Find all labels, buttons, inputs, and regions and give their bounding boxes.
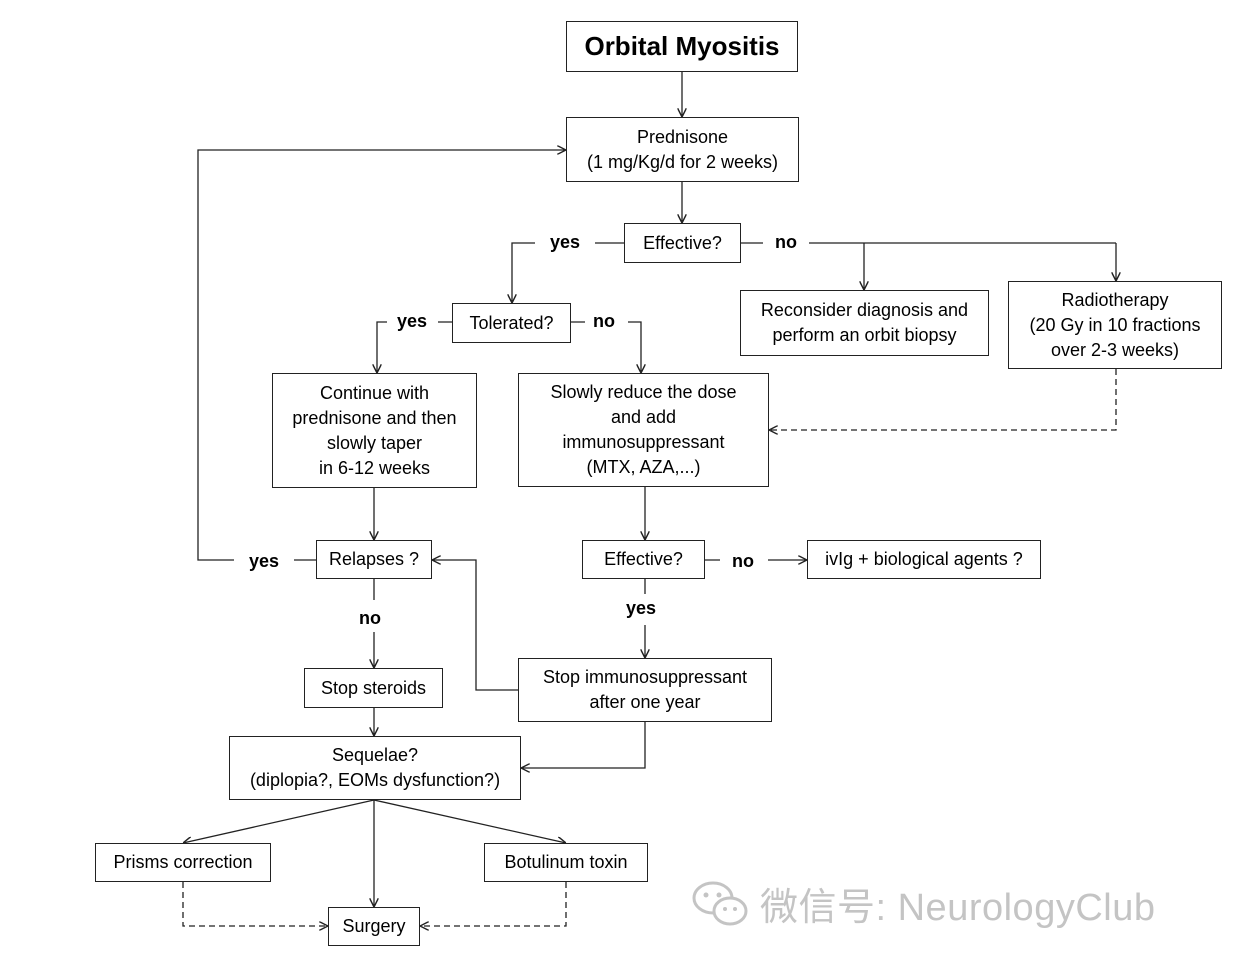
effective-node-1: Effective? xyxy=(624,223,741,263)
label-effective2-no: no xyxy=(732,551,754,571)
relapses-node: Relapses ? xyxy=(316,540,432,579)
title-text: Orbital Myositis xyxy=(584,31,780,61)
effective-text-2: Effective? xyxy=(604,549,683,569)
label-effective-no: no xyxy=(775,232,797,252)
effective-text-1: Effective? xyxy=(643,232,722,253)
effective-node-2: Effective? xyxy=(582,540,705,579)
prednisone-node: Prednisone (1 mg/Kg/d for 2 weeks) xyxy=(566,117,799,182)
prednisone-text: Prednisone (1 mg/Kg/d for 2 weeks) xyxy=(586,126,779,172)
prisms-node: Prisms correction xyxy=(95,843,271,882)
continue-text: Continue with prednisone and then slowly… xyxy=(292,382,457,478)
radiotherapy-text: Radiotherapy (20 Gy in 10 fractions over… xyxy=(1029,289,1201,360)
relapses-text: Relapses ? xyxy=(328,549,420,569)
watermark-text: 微信号: NeurologyClub xyxy=(760,887,1156,929)
edge-relapses-yes-prednisone xyxy=(197,150,566,561)
chat-bubbles-icon xyxy=(692,881,748,925)
label-tolerated-no: no xyxy=(593,311,615,331)
edge-effective-yes-tolerated xyxy=(512,242,624,303)
edge-tolerated-yes-continue xyxy=(377,321,452,373)
ivig-node: ivIg + biological agents ? xyxy=(807,540,1041,579)
stop-immuno-text: Stop immunosuppressant after one year xyxy=(542,667,748,712)
label-effective-yes: yes xyxy=(549,232,581,252)
sequelae-text: Sequelae? (diplopia?, EOMs dysfunction?) xyxy=(249,745,501,790)
title-node: Orbital Myositis xyxy=(566,21,798,72)
edge-stopimmuno-relapses xyxy=(432,560,518,691)
reduce-text: Slowly reduce the dose and add immunosup… xyxy=(550,382,737,477)
stop-steroids-node: Stop steroids xyxy=(304,668,443,708)
edge-sequelae-prisms xyxy=(183,799,375,843)
reconsider-text: Reconsider diagnosis and perform an orbi… xyxy=(760,300,969,345)
ivig-text: ivIg + biological agents ? xyxy=(825,549,1023,569)
stop-immuno-node: Stop immunosuppressant after one year xyxy=(518,658,772,722)
radiotherapy-node: Radiotherapy (20 Gy in 10 fractions over… xyxy=(1008,281,1222,369)
edge-sequelae-botulinum xyxy=(373,799,566,843)
botulinum-text: Botulinum toxin xyxy=(504,852,628,872)
surgery-node: Surgery xyxy=(328,907,420,946)
edge-tolerated-no-reduce xyxy=(571,321,641,373)
watermark: 微信号: NeurologyClub xyxy=(690,876,1155,931)
label-relapses-no: no xyxy=(359,608,381,628)
edge-prisms-surgery xyxy=(182,882,328,926)
reduce-node: Slowly reduce the dose and add immunosup… xyxy=(518,373,769,487)
edge-radiotherapy-reduce xyxy=(769,369,1117,430)
surgery-text: Surgery xyxy=(342,916,406,936)
continue-node: Continue with prednisone and then slowly… xyxy=(272,373,477,488)
edge-stopimmuno-sequelae xyxy=(521,722,646,768)
label-effective2-yes: yes xyxy=(625,598,657,618)
label-relapses-yes: yes xyxy=(248,551,280,571)
reconsider-node: Reconsider diagnosis and perform an orbi… xyxy=(740,290,989,356)
sequelae-node: Sequelae? (diplopia?, EOMs dysfunction?) xyxy=(229,736,521,800)
prisms-text: Prisms correction xyxy=(113,852,253,872)
stop-steroids-text: Stop steroids xyxy=(320,677,427,698)
botulinum-node: Botulinum toxin xyxy=(484,843,648,882)
edge-botulinum-surgery xyxy=(420,882,567,926)
label-tolerated-yes: yes xyxy=(396,311,428,331)
tolerated-node: Tolerated? xyxy=(452,303,571,343)
tolerated-text: Tolerated? xyxy=(469,312,554,333)
